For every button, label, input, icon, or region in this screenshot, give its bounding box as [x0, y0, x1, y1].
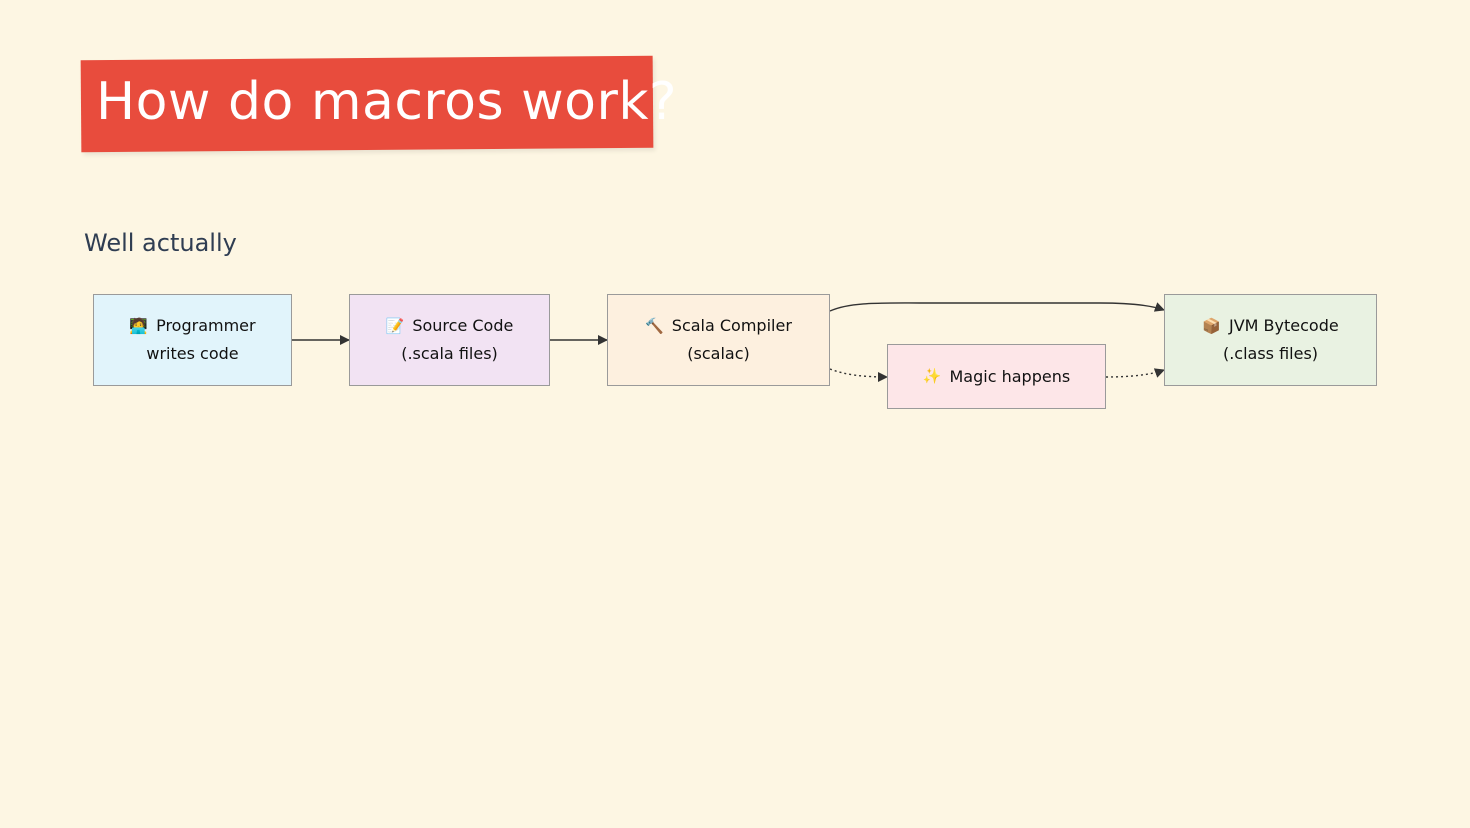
hammer-icon: 🔨: [645, 316, 664, 335]
node-programmer-label: Programmer: [156, 316, 256, 335]
node-magic-happens-label: Magic happens: [949, 366, 1071, 386]
node-programmer: 🧑‍💻 Programmer writes code: [93, 294, 292, 386]
node-magic-happens: ✨ Magic happens: [887, 344, 1106, 409]
node-programmer-sublabel: writes code: [146, 344, 239, 363]
node-source-code: 📝 Source Code (.scala files): [349, 294, 550, 386]
sparkles-icon: ✨: [922, 367, 942, 385]
node-source-code-sublabel: (.scala files): [401, 344, 498, 363]
edge-compiler-to-bytecode: [829, 302, 1165, 312]
edge-magic-to-bytecode: [1105, 368, 1165, 378]
edge-compiler-to-magic: [829, 368, 888, 382]
node-jvm-bytecode-sublabel: (.class files): [1222, 344, 1319, 363]
node-scala-compiler-label: Scala Compiler: [671, 316, 792, 335]
memo-icon: 📝: [385, 316, 405, 335]
node-jvm-bytecode: 📦 JVM Bytecode (.class files): [1164, 294, 1377, 386]
node-scala-compiler: 🔨 Scala Compiler (scalac): [607, 294, 830, 386]
node-jvm-bytecode-label: JVM Bytecode: [1228, 316, 1339, 335]
slide-subtitle: Well actually: [84, 229, 237, 257]
programmer-icon: 🧑‍💻: [129, 316, 149, 335]
package-icon: 📦: [1202, 316, 1221, 335]
node-source-code-label: Source Code: [412, 316, 514, 335]
node-scala-compiler-sublabel: (scalac): [687, 344, 750, 363]
slide-title: How do macros work?: [96, 72, 678, 132]
